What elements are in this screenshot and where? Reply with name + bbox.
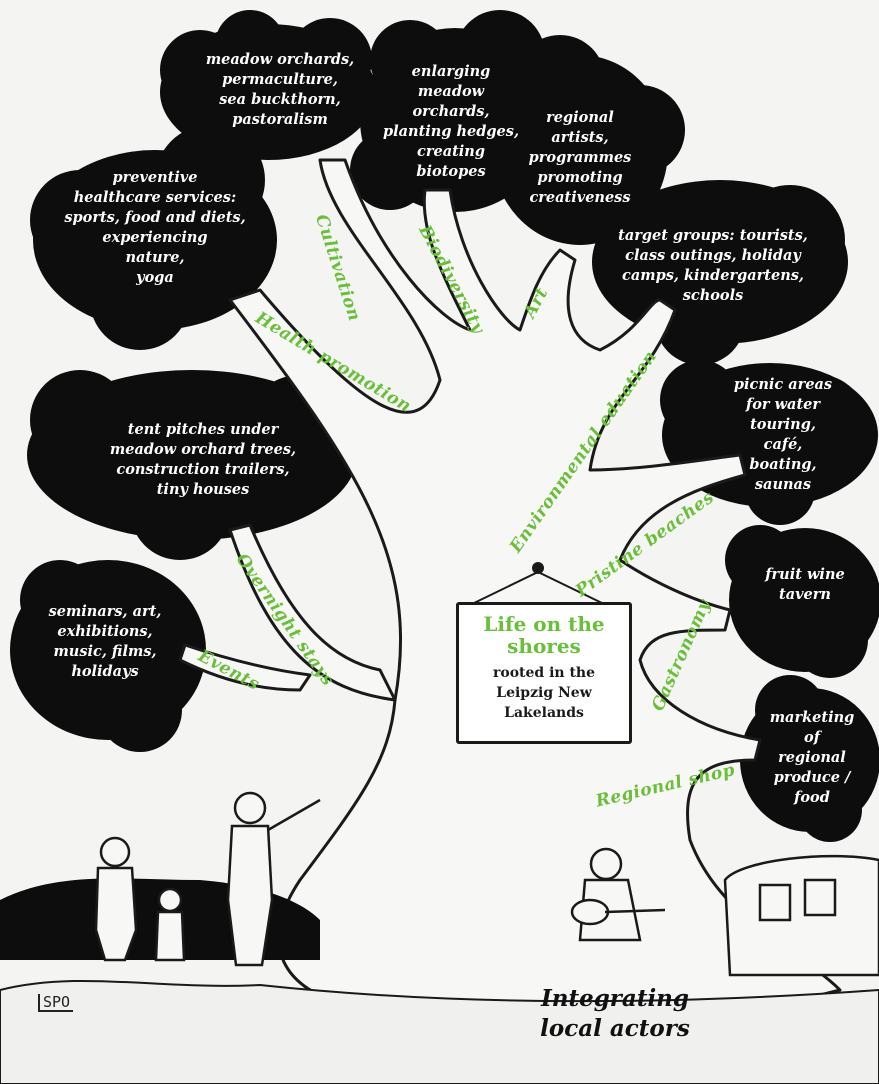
branch-left-lower	[228, 523, 397, 702]
man-figure	[226, 791, 321, 967]
cloud-biodiversity	[350, 10, 550, 212]
cloud-text-events: seminars, art, exhibitions, music, films…	[48, 603, 162, 680]
cloud-text-overnight: tent pitches under meadow orchard trees,…	[109, 421, 297, 498]
guitar-player-figure	[570, 847, 666, 942]
sign-title: Life on the shores	[483, 612, 605, 658]
cloud-text-art: regional artists, programmes promoting c…	[528, 109, 632, 206]
cloud-overnight	[27, 370, 357, 560]
artist-signature: SPO	[38, 994, 74, 1012]
cloud-shop	[740, 675, 879, 842]
cloud-text-biodiversity: enlarging meadow orchards, planting hedg…	[382, 63, 519, 180]
cloud-text-education: target groups: tourists, class outings, …	[618, 227, 808, 304]
cloud-text-gastronomy: fruit wine tavern	[765, 566, 845, 603]
sign-subtitle: rooted in the Leipzig New Lakelands	[492, 665, 595, 721]
cloud-events	[10, 560, 206, 752]
branch-events	[178, 643, 312, 692]
central-sign: Life on the shores rooted in the Leipzig…	[456, 602, 632, 744]
child-figure	[154, 887, 186, 962]
cloud-text-health: preventive healthcare services: sports, …	[64, 169, 246, 286]
cloud-text-shop: marketing of regional produce / food	[769, 709, 855, 806]
cloud-health	[30, 125, 277, 350]
footer-caption: Integrating local actors	[540, 985, 690, 1042]
cloud-text-meadow: meadow orchards, permaculture, sea buckt…	[205, 51, 355, 128]
cloud-text-beaches: picnic areas for water touring, café, bo…	[733, 376, 833, 493]
construction-trailer	[723, 854, 879, 977]
woman-figure	[94, 836, 138, 962]
cloud-gastronomy	[725, 525, 879, 678]
sign-hanger	[471, 562, 605, 605]
people	[94, 791, 666, 967]
